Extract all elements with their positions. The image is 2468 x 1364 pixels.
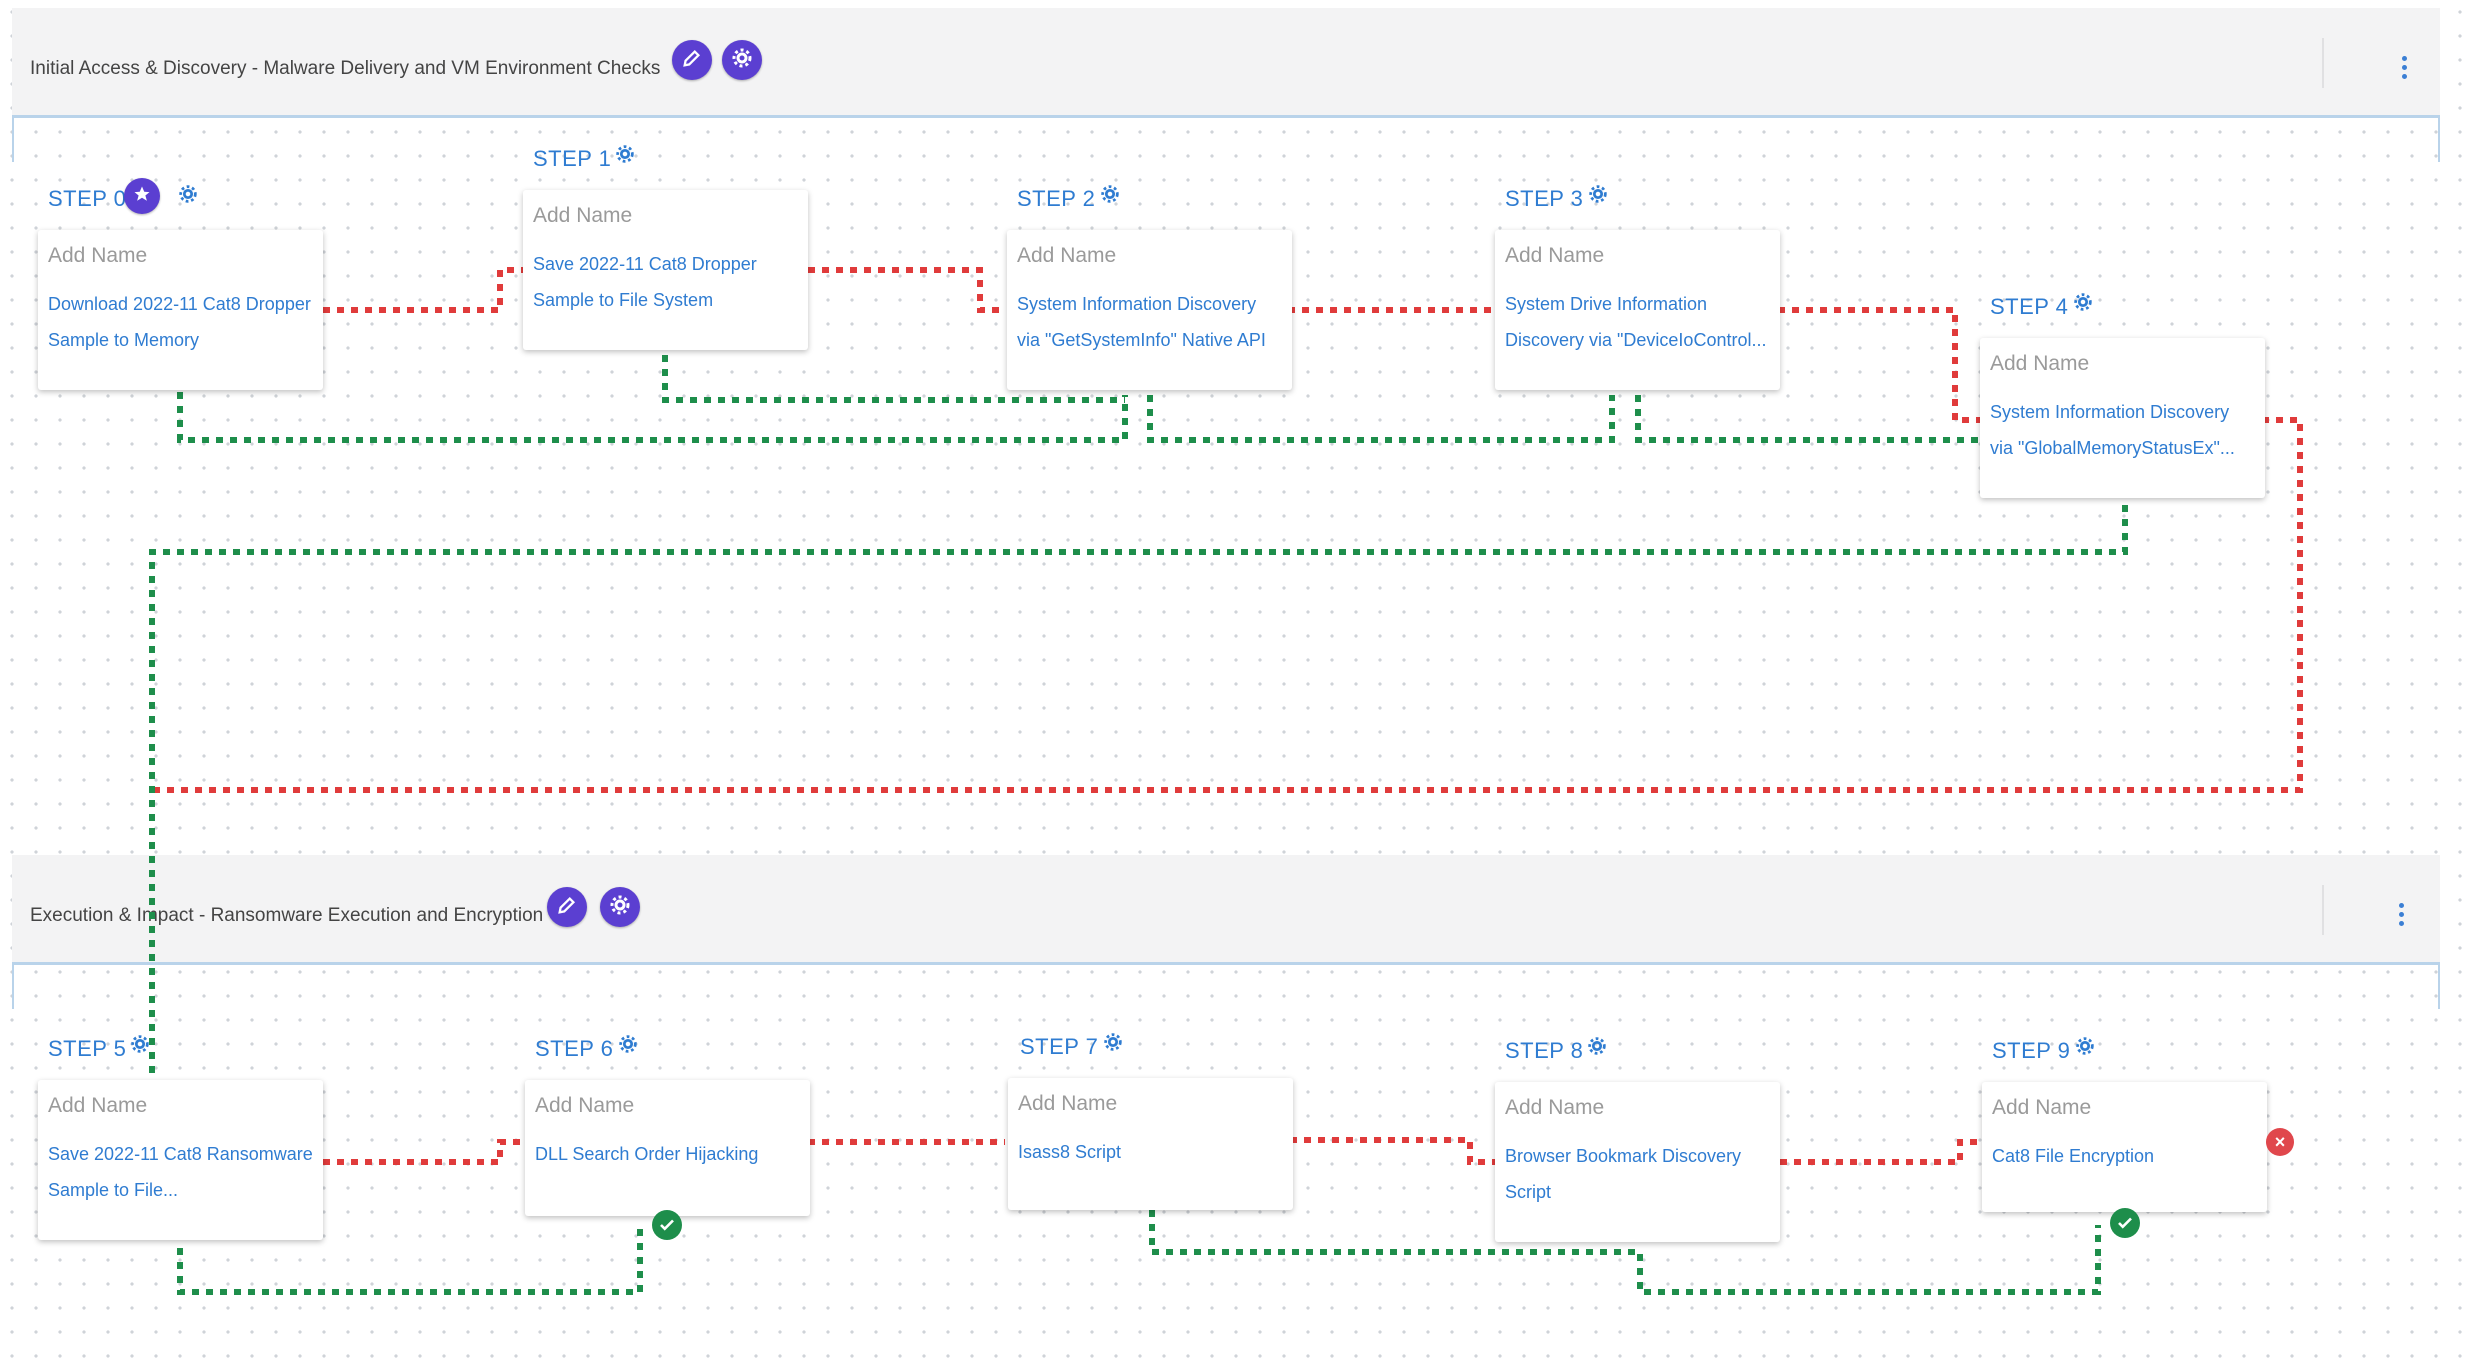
- step-description-link[interactable]: Save 2022-11 Cat8 Ransomware Sample to F…: [48, 1144, 313, 1200]
- step-label: STEP 7: [1020, 1034, 1099, 1059]
- edit-phase-button[interactable]: [547, 887, 587, 927]
- step-card[interactable]: Add Name Save 2022-11 Cat8 Dropper Sampl…: [523, 190, 808, 350]
- step-settings-button[interactable]: [127, 1033, 153, 1059]
- star-icon: [133, 185, 151, 208]
- gear-icon: [1586, 1035, 1608, 1062]
- step-description-link[interactable]: Save 2022-11 Cat8 Dropper Sample to File…: [533, 254, 757, 310]
- gear-icon: [617, 1033, 639, 1060]
- fail-connector: [1290, 1137, 1497, 1165]
- start-step-button[interactable]: [124, 178, 160, 214]
- phase-bracket: [12, 118, 2440, 162]
- step-name[interactable]: Add Name: [1017, 244, 1117, 267]
- success-check-icon: [2110, 1208, 2140, 1238]
- gear-icon: [614, 143, 636, 170]
- pencil-icon: [556, 894, 578, 921]
- phase-settings-button[interactable]: [600, 887, 640, 927]
- step-card[interactable]: Add Name DLL Search Order Hijacking: [525, 1080, 810, 1216]
- step-description-link[interactable]: Isass8 Script: [1018, 1142, 1122, 1162]
- fail-connector: [155, 417, 2303, 793]
- header-divider: [2322, 38, 2324, 88]
- step-settings-button[interactable]: [1100, 1031, 1126, 1057]
- step-label: STEP 2: [1017, 186, 1096, 211]
- step-settings-button[interactable]: [2070, 291, 2096, 317]
- step-label: STEP 6: [535, 1036, 614, 1061]
- gear-icon: [2074, 1035, 2096, 1062]
- step-description-link[interactable]: System Information Discovery via "GetSys…: [1017, 294, 1266, 350]
- step-label: STEP 0: [48, 186, 127, 211]
- kebab-menu-icon[interactable]: [2395, 903, 2407, 926]
- step-settings-button[interactable]: [1585, 183, 1611, 209]
- step-settings-button[interactable]: [615, 1033, 641, 1059]
- fail-connector: [1780, 1139, 1982, 1165]
- step-name[interactable]: Add Name: [1992, 1096, 2092, 1119]
- success-connector: [177, 392, 1128, 443]
- step-card[interactable]: Add Name Isass8 Script: [1008, 1078, 1293, 1210]
- step-card[interactable]: Add Name System Information Discovery vi…: [1980, 338, 2265, 498]
- step-label: STEP 4: [1990, 294, 2069, 319]
- step-description-link[interactable]: System Information Discovery via "Global…: [1990, 402, 2235, 458]
- remove-step-icon[interactable]: ×: [2266, 1128, 2294, 1156]
- kebab-menu-icon[interactable]: [2398, 56, 2410, 79]
- phase-header: Execution & Impact - Ransomware Executio…: [12, 855, 2440, 965]
- success-connector: [1147, 395, 1615, 443]
- edit-phase-button[interactable]: [672, 40, 712, 80]
- step-description-link[interactable]: DLL Search Order Hijacking: [535, 1144, 759, 1164]
- phase-header: Initial Access & Discovery - Malware Del…: [12, 8, 2440, 118]
- fail-connector: [808, 267, 1003, 313]
- step-description-link[interactable]: Download 2022-11 Cat8 Dropper Sample to …: [48, 294, 311, 350]
- gear-icon: [177, 183, 199, 210]
- step-label: STEP 3: [1505, 186, 1584, 211]
- step-card[interactable]: Add Name Browser Bookmark Discovery Scri…: [1495, 1082, 1780, 1242]
- step-description-link[interactable]: System Drive Information Discovery via "…: [1505, 294, 1767, 350]
- step-card[interactable]: Add Name Save 2022-11 Cat8 Ransomware Sa…: [38, 1080, 323, 1240]
- gear-icon: [2072, 291, 2094, 318]
- fail-connector: [1778, 307, 1980, 423]
- gear-icon: [1587, 183, 1609, 210]
- step-card[interactable]: Add Name System Drive Information Discov…: [1495, 230, 1780, 390]
- gear-icon: [129, 1033, 151, 1060]
- step-label: STEP 8: [1505, 1038, 1584, 1063]
- step-description-link[interactable]: Cat8 File Encryption: [1992, 1146, 2155, 1166]
- success-connector: [1635, 395, 1980, 443]
- header-divider: [2322, 885, 2324, 935]
- fail-connector: [323, 267, 525, 313]
- step-name[interactable]: Add Name: [1990, 352, 2090, 375]
- step-name[interactable]: Add Name: [535, 1094, 635, 1117]
- phase-settings-button[interactable]: [722, 40, 762, 80]
- step-settings-button[interactable]: [175, 183, 201, 209]
- step-name[interactable]: Add Name: [48, 244, 148, 267]
- gear-icon: [1099, 183, 1121, 210]
- phase-title: Initial Access & Discovery - Malware Del…: [30, 58, 661, 79]
- step-settings-button[interactable]: [612, 143, 638, 169]
- fail-connector: [323, 1139, 525, 1165]
- step-card[interactable]: Add Name Cat8 File Encryption: [1982, 1082, 2267, 1212]
- step-card[interactable]: Add Name Download 2022-11 Cat8 Dropper S…: [38, 230, 323, 390]
- pencil-icon: [681, 47, 703, 74]
- step-label: STEP 5: [48, 1036, 127, 1061]
- step-name[interactable]: Add Name: [1505, 1096, 1605, 1119]
- step-name[interactable]: Add Name: [48, 1094, 148, 1117]
- gear-icon: [1102, 1031, 1124, 1058]
- step-card[interactable]: Add Name System Information Discovery vi…: [1007, 230, 1292, 390]
- step-settings-button[interactable]: [1097, 183, 1123, 209]
- step-name[interactable]: Add Name: [533, 204, 633, 227]
- step-settings-button[interactable]: [1584, 1035, 1610, 1061]
- step-name[interactable]: Add Name: [1505, 244, 1605, 267]
- phase-title: Execution & Impact - Ransomware Executio…: [30, 905, 544, 926]
- step-name[interactable]: Add Name: [1018, 1092, 1118, 1115]
- gear-icon: [608, 893, 632, 922]
- success-check-icon: [652, 1210, 682, 1240]
- phase-bracket: [12, 965, 2440, 1009]
- step-label: STEP 9: [1992, 1038, 2071, 1063]
- step-settings-button[interactable]: [2072, 1035, 2098, 1061]
- step-description-link[interactable]: Browser Bookmark Discovery Script: [1505, 1146, 1742, 1202]
- step-label: STEP 1: [533, 146, 612, 171]
- gear-icon: [730, 46, 754, 75]
